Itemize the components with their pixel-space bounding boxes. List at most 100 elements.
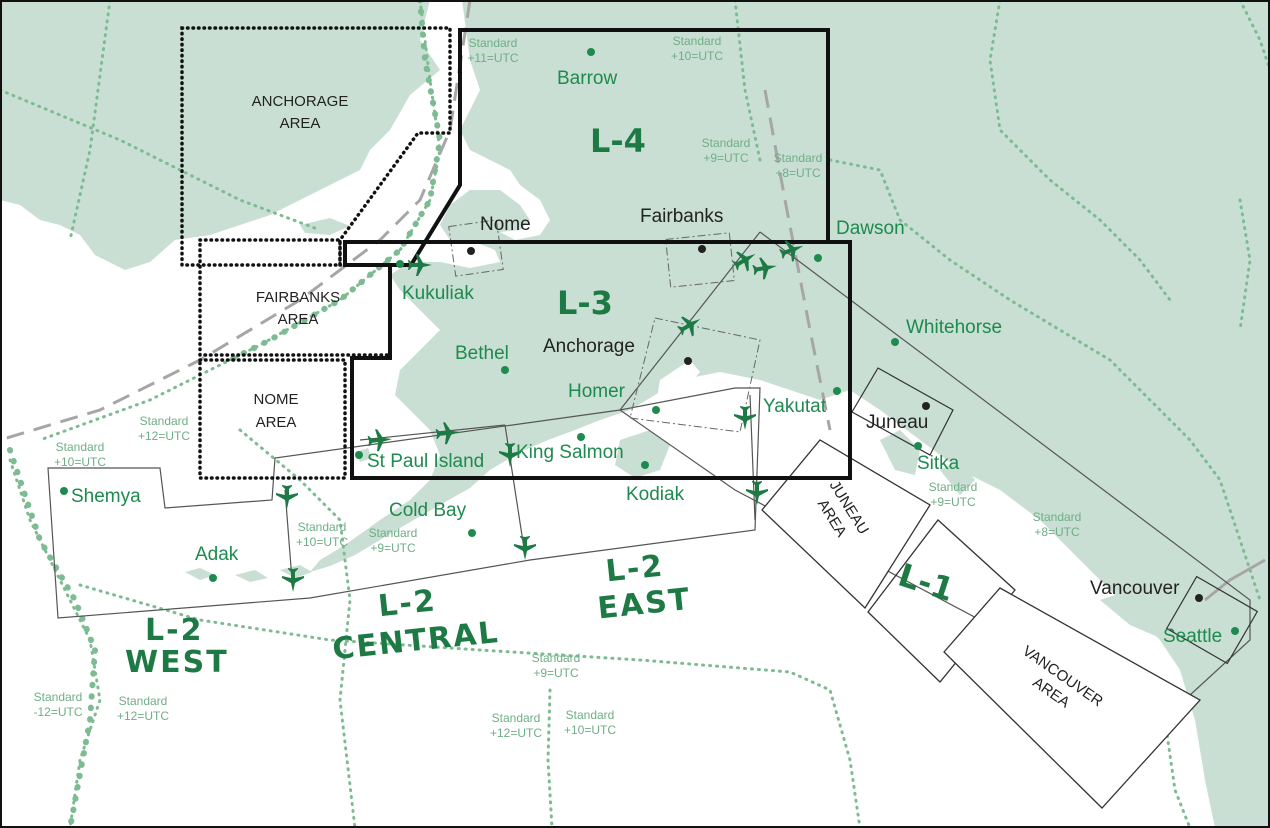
city-seattle: Seattle	[1163, 626, 1222, 647]
tz-9-mid-l1: Standard	[369, 526, 418, 540]
airplane-icon	[499, 443, 521, 467]
airplane-icon	[276, 485, 298, 509]
l2-chart-outline	[47, 387, 761, 619]
tz-11-top-l2: +11=UTC	[467, 51, 518, 65]
date-line	[7, 0, 444, 828]
l1-area-box	[867, 519, 1016, 683]
adak-dot	[209, 574, 217, 582]
bethel-dot	[501, 366, 509, 374]
city-whitehorse: Whitehorse	[906, 317, 1002, 338]
dotted-line-6	[546, 688, 554, 828]
city-kukuliak: Kukuliak	[402, 283, 474, 304]
nome-terminal-box	[448, 219, 504, 277]
airplane-icon	[282, 568, 304, 592]
alaska-canada-land	[310, 0, 1270, 828]
airplane-icons	[276, 240, 804, 592]
dotted-line-5	[238, 428, 357, 828]
date-line-south	[7, 447, 99, 828]
chart-l4-label: L-4	[590, 122, 646, 160]
fairbanks-area-line1: FAIRBANKS	[256, 289, 340, 306]
fairbanks-terminal-box	[665, 232, 735, 288]
tz-12-s-l2: +12=UTC	[490, 726, 542, 740]
anchorage-area-frame	[180, 26, 452, 267]
kodiak-dot	[641, 461, 649, 469]
dotted-line-9	[828, 158, 1262, 602]
dotted-line-4	[78, 583, 862, 828]
fairbanks-dot	[698, 245, 706, 253]
chart-l2-east-line1: L-2	[604, 548, 666, 589]
dotted-line-11	[1238, 0, 1270, 72]
city-barrow: Barrow	[557, 68, 617, 89]
tz-9-mid-l2: +9=UTC	[370, 541, 416, 555]
tz-8-se-l2: +8=UTC	[1034, 525, 1080, 539]
city-sitka: Sitka	[917, 453, 960, 474]
tz-12-sw-l2: +12=UTC	[117, 709, 169, 723]
vancouver-dot	[1195, 594, 1203, 602]
southeast-islands	[880, 430, 975, 495]
tz-10-west-l1: Standard	[56, 440, 105, 454]
dotted-line-10	[988, 0, 1172, 302]
tz-11-top-l1: Standard	[469, 36, 518, 50]
st-lawrence-island	[300, 218, 350, 235]
airplane-icon	[408, 254, 432, 276]
dotted-line-13	[1238, 198, 1252, 332]
tz-9-south-l2: +9=UTC	[533, 666, 579, 680]
airplane-icon	[435, 422, 460, 445]
timezone-labels: Standard +11=UTC Standard +10=UTC Standa…	[33, 34, 1081, 740]
tz-10-west-l2: +10=UTC	[54, 455, 106, 469]
juneau-area-box	[761, 439, 931, 610]
cook-inlet	[655, 360, 700, 410]
tz-12-sw-l1: Standard	[119, 694, 168, 708]
airplane-icon	[734, 406, 756, 430]
yakutat-dot	[833, 387, 841, 395]
nome-dot	[467, 247, 475, 255]
dotted-line-7	[68, 0, 112, 242]
tz-10-top-l2: +10=UTC	[671, 49, 723, 63]
tz-8-se-l1: Standard	[1033, 510, 1082, 524]
city-dots	[60, 48, 1239, 635]
alaska-canada-boundary	[763, 89, 832, 431]
nome-area-line2: AREA	[256, 414, 297, 431]
airplane-icon	[367, 429, 392, 452]
dotted-area-frames	[180, 26, 452, 480]
st-paul-dot	[355, 451, 363, 459]
chart-l2-west-line2: WEST	[125, 645, 229, 680]
tz-9-se-l1: Standard	[929, 480, 978, 494]
city-kodiak: Kodiak	[626, 484, 685, 505]
anchorage-terminal-box	[629, 317, 761, 433]
nome-area-line1: NOME	[254, 391, 299, 408]
king-salmon-dot	[577, 433, 585, 441]
tz-10-mid-l2: +10=UTC	[296, 535, 348, 549]
chart-labels: L-4 L-3 L-1 L-2 WEST L-2 CENTRAL L-2 EAS…	[125, 122, 959, 680]
airplane-icon	[779, 240, 804, 262]
tz-9-north-l2: +9=UTC	[703, 151, 749, 165]
date-line-north	[227, 0, 444, 363]
airplane-icon	[732, 251, 756, 272]
fairbanks-area-line2: AREA	[278, 311, 319, 328]
city-cold-bay: Cold Bay	[389, 500, 467, 521]
small-area-boxes	[851, 367, 1259, 665]
city-fairbanks: Fairbanks	[640, 206, 723, 227]
city-homer: Homer	[568, 381, 626, 402]
kodiak-island	[615, 430, 670, 478]
barrow-dot	[587, 48, 595, 56]
tz-10-s-l2: +10=UTC	[564, 723, 616, 737]
international-boundary	[0, 0, 832, 442]
city-labels: Barrow Nome Fairbanks Dawson Kukuliak Be…	[71, 68, 1222, 647]
chart-l2-central-line1: L-2	[377, 583, 439, 624]
shemya-dot	[60, 487, 68, 495]
airplane-icon	[752, 257, 777, 280]
city-anchorage: Anchorage	[543, 336, 635, 357]
route-line-4	[359, 424, 506, 441]
cold-bay-dot	[468, 529, 476, 537]
airplane-icon	[746, 481, 768, 505]
city-juneau: Juneau	[866, 412, 928, 433]
sitka-dot	[914, 442, 922, 450]
area-chart-boxes	[761, 439, 1202, 809]
tz-10-s-l1: Standard	[566, 708, 615, 722]
tz-8-north-l2: +8=UTC	[775, 166, 821, 180]
tz-9-se-l2: +9=UTC	[930, 495, 976, 509]
